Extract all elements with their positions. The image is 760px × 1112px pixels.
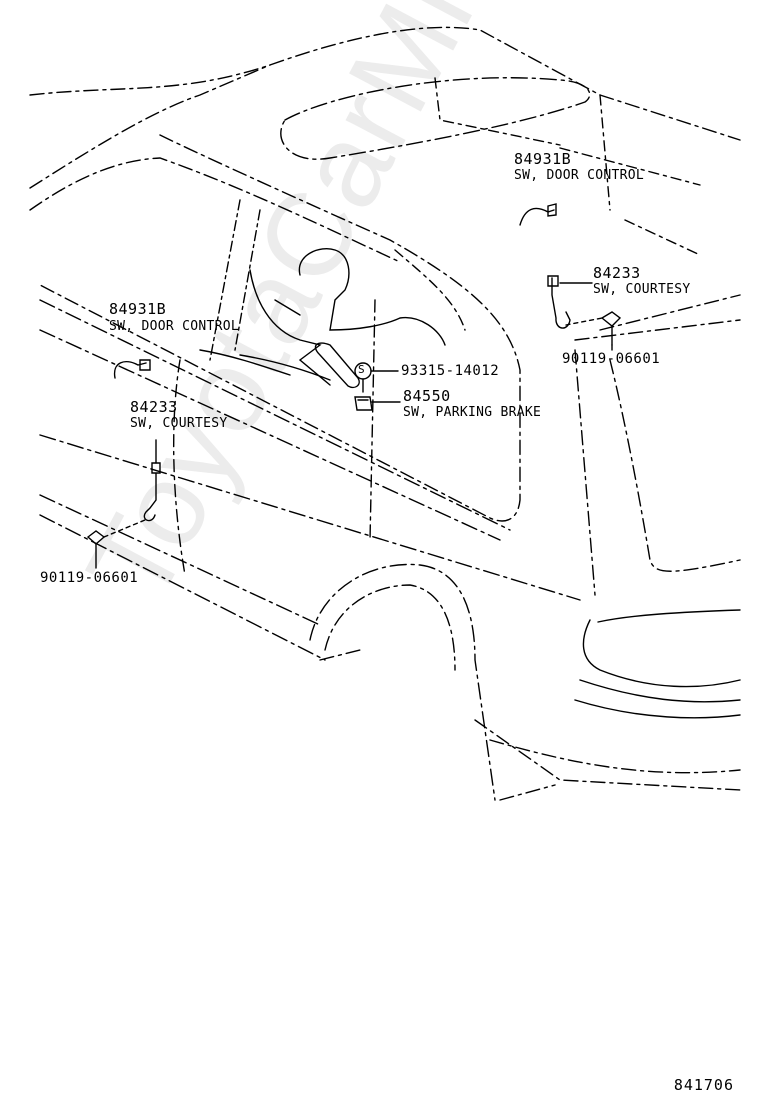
screw-part-number: 93315-14012 <box>401 363 500 379</box>
door-control-left-part-number: 84931B <box>109 300 167 318</box>
figure-number: 841706 <box>673 1076 734 1094</box>
rear-bumper <box>489 739 741 801</box>
door-front-edge <box>172 359 186 576</box>
floor-line <box>199 349 291 376</box>
rear-door-edge <box>369 299 376 541</box>
door-control-right-name: SW, DOOR CONTROL <box>514 168 645 183</box>
tail-light <box>582 609 741 688</box>
door-control-right-part-number: 84931B <box>514 150 572 168</box>
window-inner <box>29 157 401 263</box>
bolt-right-icon <box>600 311 622 346</box>
courtesy-right-name: SW, COURTESY <box>593 282 691 297</box>
door-control-switch-right-icon <box>519 203 557 226</box>
screw-leader <box>362 370 399 393</box>
courtesy-left-part-number: 84233 <box>130 398 178 416</box>
c-pillar-outer <box>574 294 741 341</box>
screw-symbol-letter: S <box>358 363 365 376</box>
c-pillar <box>574 349 741 596</box>
bolt-dash-right <box>565 317 603 326</box>
lower-rear-body <box>319 649 741 791</box>
door-control-left-name: SW, DOOR CONTROL <box>109 319 240 334</box>
roof-inner-line <box>434 77 561 146</box>
roof-line <box>29 26 741 141</box>
rear-window <box>394 249 466 331</box>
belt-line <box>39 299 511 541</box>
bolt-left-icon <box>86 530 106 545</box>
front-window-frame <box>39 134 521 522</box>
b-pillar <box>209 199 261 361</box>
rear-wheel-arch-inner <box>324 584 456 671</box>
seat-belt-line <box>239 299 331 381</box>
bolt-dash-left <box>103 519 146 538</box>
seat-headrest <box>298 248 446 346</box>
courtesy-left-name: SW, COURTESY <box>130 416 228 431</box>
parking-brake-lever <box>314 342 360 389</box>
rear-wheel-arch <box>309 563 496 801</box>
parking-brake-switch-icon <box>354 396 373 411</box>
sunroof-outline <box>280 77 591 160</box>
courtesy-right-part-number: 84233 <box>593 264 641 282</box>
door-control-switch-left-icon <box>113 359 151 379</box>
bolt-left-part-number: 90119-06601 <box>40 570 139 586</box>
trunk-line <box>574 679 741 719</box>
rear-roof-line <box>559 94 701 256</box>
parking-brake-part-number: 84550 <box>403 387 451 405</box>
courtesy-switch-right-icon <box>547 275 571 329</box>
rocker-line <box>39 434 581 661</box>
parking-brake-name: SW, PARKING BRAKE <box>403 405 542 420</box>
bolt-right-part-number: 90119-06601 <box>562 351 661 367</box>
seat-back <box>249 269 331 386</box>
courtesy-switch-left-icon <box>143 462 161 522</box>
roof-front-edge <box>29 64 271 189</box>
